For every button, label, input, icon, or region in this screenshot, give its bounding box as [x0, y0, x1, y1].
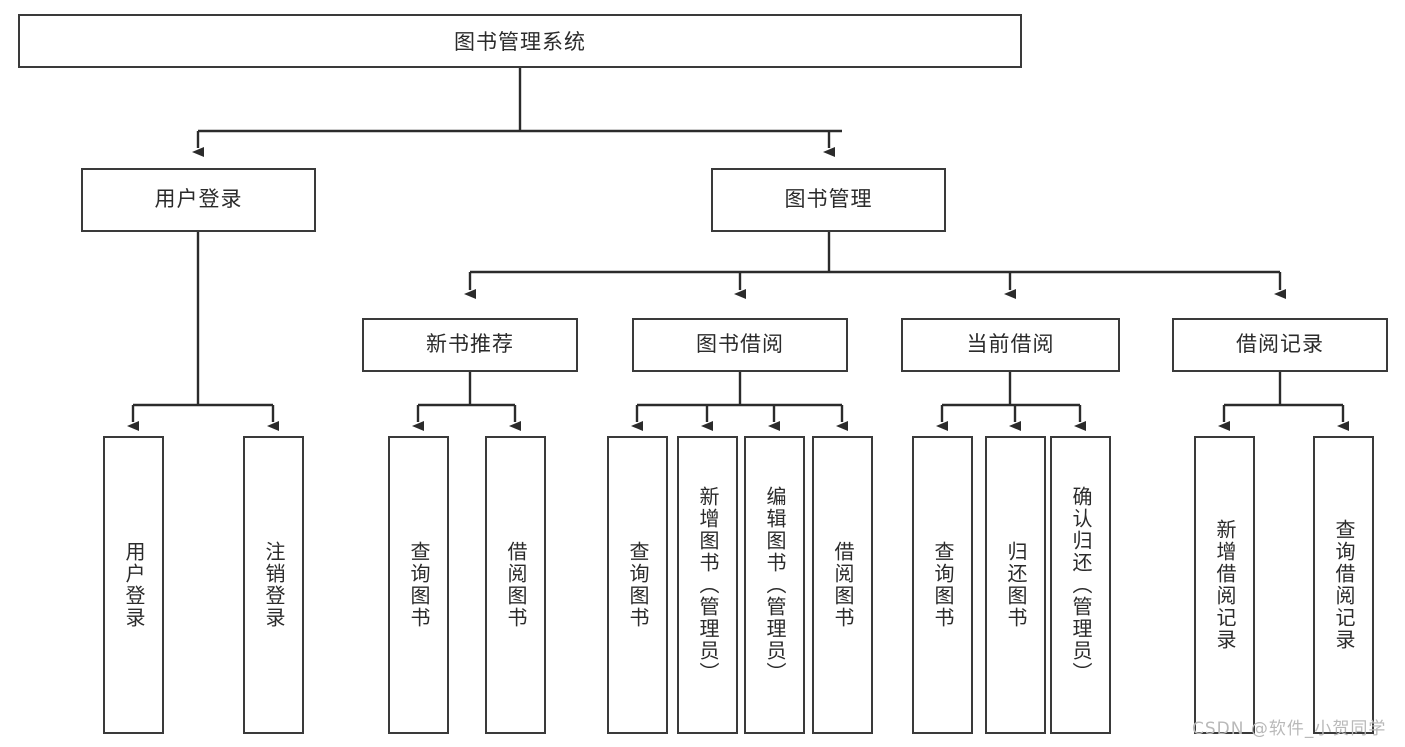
- node-leaf-query-record-label: 查询借阅记录: [1332, 519, 1356, 651]
- node-leaf-borrow-book-1[interactable]: 借阅图书: [485, 436, 546, 734]
- node-leaf-query-book-1-label: 查询图书: [407, 541, 431, 629]
- node-new-book-rec[interactable]: 新书推荐: [362, 318, 578, 372]
- node-borrow-record-label: 借阅记录: [1236, 332, 1324, 357]
- node-leaf-borrow-book-2-label: 借阅图书: [831, 541, 855, 629]
- node-leaf-borrow-book-1-label: 借阅图书: [504, 541, 528, 629]
- node-leaf-user-login-label: 用户登录: [122, 541, 146, 629]
- node-leaf-add-book[interactable]: 新增图书（管理员）: [677, 436, 738, 734]
- node-leaf-return-book-label: 归还图书: [1004, 541, 1028, 629]
- node-new-book-rec-label: 新书推荐: [426, 332, 514, 357]
- node-leaf-query-book-2-label: 查询图书: [626, 541, 650, 629]
- node-root[interactable]: 图书管理系统: [18, 14, 1022, 68]
- node-leaf-edit-book[interactable]: 编辑图书（管理员）: [744, 436, 805, 734]
- csdn-watermark: CSDN @软件_小贺同学: [1192, 719, 1387, 739]
- node-root-label: 图书管理系统: [454, 30, 586, 54]
- node-leaf-return-book[interactable]: 归还图书: [985, 436, 1046, 734]
- node-leaf-user-login[interactable]: 用户登录: [103, 436, 164, 734]
- node-leaf-confirm-return-label: 确认归还（管理员）: [1069, 486, 1093, 684]
- node-book-manage[interactable]: 图书管理: [711, 168, 946, 232]
- node-leaf-query-book-3-label: 查询图书: [931, 541, 955, 629]
- node-borrow-record[interactable]: 借阅记录: [1172, 318, 1388, 372]
- node-leaf-query-record[interactable]: 查询借阅记录: [1313, 436, 1374, 734]
- node-leaf-logout-login[interactable]: 注销登录: [243, 436, 304, 734]
- node-book-borrow[interactable]: 图书借阅: [632, 318, 848, 372]
- node-book-borrow-label: 图书借阅: [696, 332, 784, 357]
- node-leaf-edit-book-label: 编辑图书（管理员）: [763, 486, 787, 684]
- node-leaf-query-book-1[interactable]: 查询图书: [388, 436, 449, 734]
- node-leaf-query-book-3[interactable]: 查询图书: [912, 436, 973, 734]
- node-leaf-borrow-book-2[interactable]: 借阅图书: [812, 436, 873, 734]
- node-leaf-query-book-2[interactable]: 查询图书: [607, 436, 668, 734]
- node-leaf-add-record[interactable]: 新增借阅记录: [1194, 436, 1255, 734]
- node-leaf-add-book-label: 新增图书（管理员）: [696, 486, 720, 684]
- node-current-borrow-label: 当前借阅: [966, 332, 1055, 357]
- node-book-manage-label: 图书管理: [784, 187, 873, 212]
- node-current-borrow[interactable]: 当前借阅: [901, 318, 1120, 372]
- node-user-login[interactable]: 用户登录: [81, 168, 316, 232]
- node-leaf-add-record-label: 新增借阅记录: [1213, 519, 1237, 651]
- node-leaf-logout-login-label: 注销登录: [262, 541, 286, 629]
- node-user-login-label: 用户登录: [154, 187, 243, 212]
- node-leaf-confirm-return[interactable]: 确认归还（管理员）: [1050, 436, 1111, 734]
